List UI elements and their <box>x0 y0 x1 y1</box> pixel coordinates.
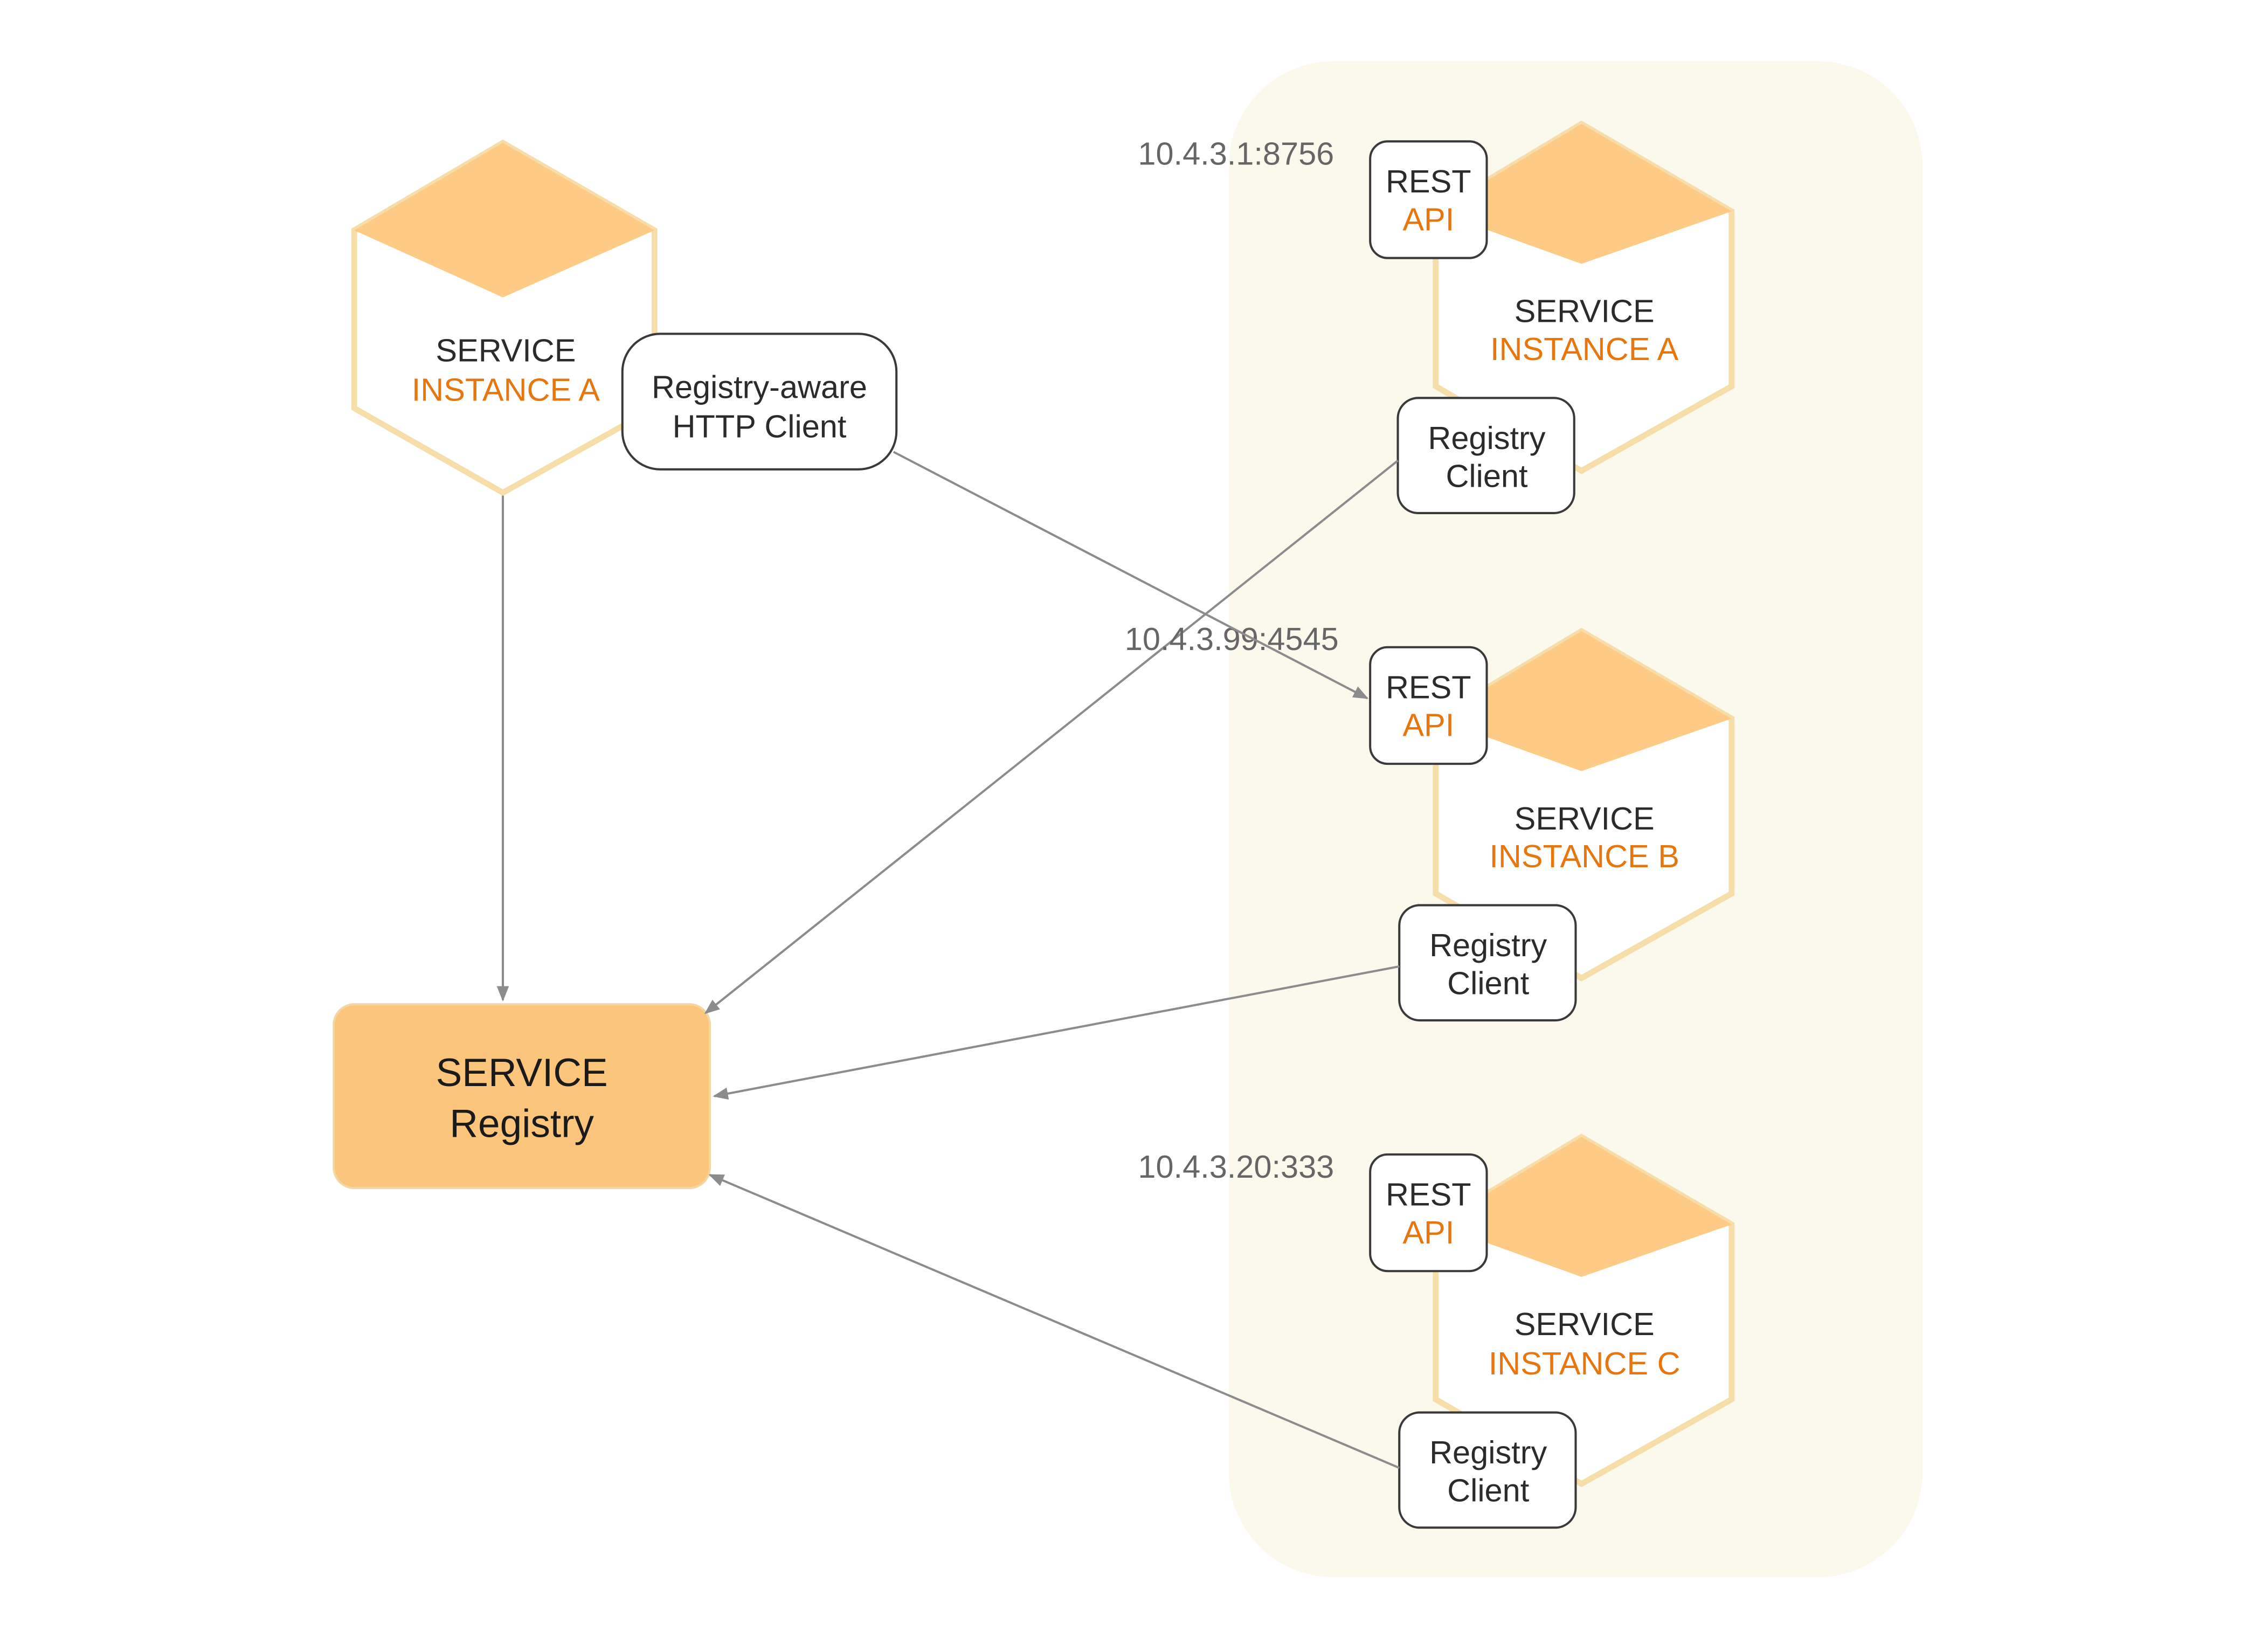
instance-b-hexagon-cap <box>1435 631 1732 771</box>
client-service-label-service: SERVICE <box>435 333 576 369</box>
instance-c-rest-label: REST <box>1386 1177 1471 1213</box>
registry-label-registry: Registry <box>450 1102 594 1145</box>
client-service-label-instance: INSTANCE A <box>412 372 600 408</box>
instance-c-label-instance: INSTANCE C <box>1489 1345 1681 1381</box>
http-client-label-line1: Registry-aware <box>652 369 867 405</box>
instance-b-registry-client[interactable]: Registry Client <box>1398 904 1577 1022</box>
arrow-instance-a-to-registry <box>704 460 1399 1014</box>
instance-c-api-label: API <box>1402 1214 1454 1250</box>
service-instance-a: 10.4.3.1:8756 SERVICE INSTANCE A REST AP… <box>1138 120 1735 514</box>
instance-b-api-label: API <box>1402 707 1454 743</box>
instance-b-rest-api[interactable]: REST API <box>1369 646 1488 765</box>
registry-aware-http-client[interactable]: Registry-aware HTTP Client <box>621 333 898 471</box>
instance-c-registry-client-line2: Client <box>1447 1473 1530 1509</box>
arrow-instance-c-to-registry <box>708 1173 1400 1469</box>
service-instance-c: 10.4.3.20:333 SERVICE INSTANCE C REST AP… <box>1138 1134 1735 1529</box>
client-service-instance-a: SERVICE INSTANCE A <box>351 139 658 496</box>
instance-c-label-service: SERVICE <box>1515 1306 1655 1342</box>
instance-c-registry-client-line1: Registry <box>1429 1434 1547 1470</box>
registry-label-service: SERVICE <box>436 1051 608 1095</box>
instance-b-registry-client-line1: Registry <box>1429 927 1547 963</box>
instance-a-rest-api[interactable]: REST API <box>1369 140 1488 259</box>
instance-c-registry-client[interactable]: Registry Client <box>1398 1411 1577 1529</box>
instance-a-address: 10.4.3.1:8756 <box>1138 136 1334 172</box>
instance-b-label-instance: INSTANCE B <box>1489 838 1679 874</box>
arrow-http-client-to-instance-b-api <box>893 451 1369 700</box>
instance-a-registry-client[interactable]: Registry Client <box>1396 397 1575 514</box>
instance-a-registry-client-line2: Client <box>1446 458 1528 494</box>
instance-b-registry-client-line2: Client <box>1447 965 1530 1001</box>
service-registry[interactable]: SERVICE Registry <box>333 1003 711 1190</box>
http-client-label-line2: HTTP Client <box>673 408 847 444</box>
instance-b-label-service: SERVICE <box>1515 800 1655 837</box>
instance-c-address: 10.4.3.20:333 <box>1138 1149 1334 1185</box>
instance-a-label-service: SERVICE <box>1515 293 1655 329</box>
arrow-instance-b-to-registry <box>713 965 1400 1100</box>
service-instance-b: SERVICE INSTANCE B REST API Registry Cli… <box>1369 627 1735 1022</box>
instance-c-hexagon-cap <box>1435 1137 1732 1277</box>
instance-a-registry-client-line1: Registry <box>1428 420 1545 456</box>
instance-a-api-label: API <box>1402 201 1454 237</box>
instance-b-address: 10.4.3.99:4545 <box>1125 621 1339 657</box>
instance-a-hexagon-cap <box>1435 123 1732 264</box>
instance-b-rest-label: REST <box>1386 669 1471 705</box>
instance-a-rest-label: REST <box>1386 163 1471 199</box>
instance-a-label-instance: INSTANCE A <box>1490 331 1679 367</box>
client-service-hexagon-cap <box>354 143 655 298</box>
instance-c-rest-api[interactable]: REST API <box>1369 1153 1488 1273</box>
